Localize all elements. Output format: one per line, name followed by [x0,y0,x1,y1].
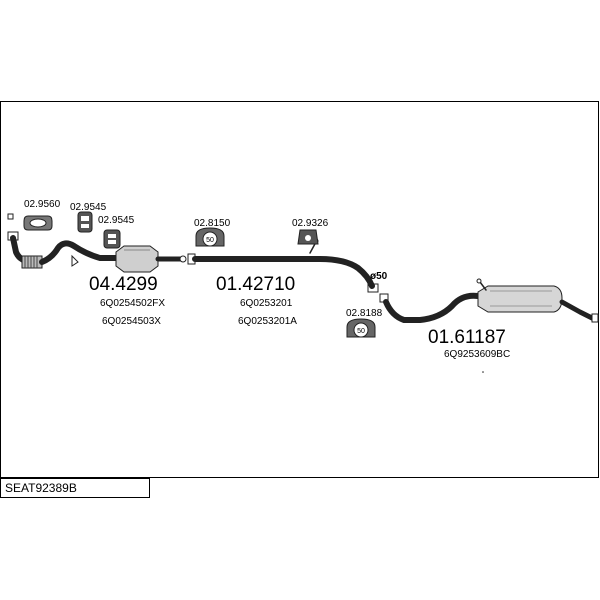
accessory-label: 02.9545 [98,215,135,226]
clamp-badge: 50 [206,237,214,244]
part-number: 01.61187 [428,327,506,348]
oem-number: 6Q0253201 [240,298,293,309]
oem-number: 6Q0253201A [238,316,297,327]
rubber-mount-icon [297,229,319,245]
oem-number: 6Q9253609BC [444,349,510,360]
oem-number: 6Q0254502FX [100,298,165,309]
accessory-label: 02.9560 [24,199,61,210]
part-number: 01.42710 [216,274,295,295]
clamp-badge: 50 [357,328,365,335]
diagram-code-box: SEAT92389B [0,478,150,498]
diameter-label: ø50 [370,271,388,282]
accessory-label: 02.9545 [70,202,107,213]
front-pipe [7,231,119,269]
diagram-frame [0,101,599,478]
clamp-icon: 50 [195,227,225,247]
oem-number: 6Q0254503X [102,316,161,327]
part-number: 04.4299 [89,274,158,295]
catalytic-converter [115,245,187,273]
accessory-label: 02.8150 [194,218,231,229]
rear-silencer [379,278,599,373]
rubber-hanger-icon [103,229,121,249]
marker-square-icon [7,213,14,220]
accessory-label: 02.9326 [292,218,329,229]
gasket-icon [23,215,53,231]
rubber-hanger-icon [77,211,93,233]
clamp-icon: 50 [346,318,376,338]
diagram-code: SEAT92389B [5,481,77,495]
accessory-label: 02.8188 [346,308,383,319]
